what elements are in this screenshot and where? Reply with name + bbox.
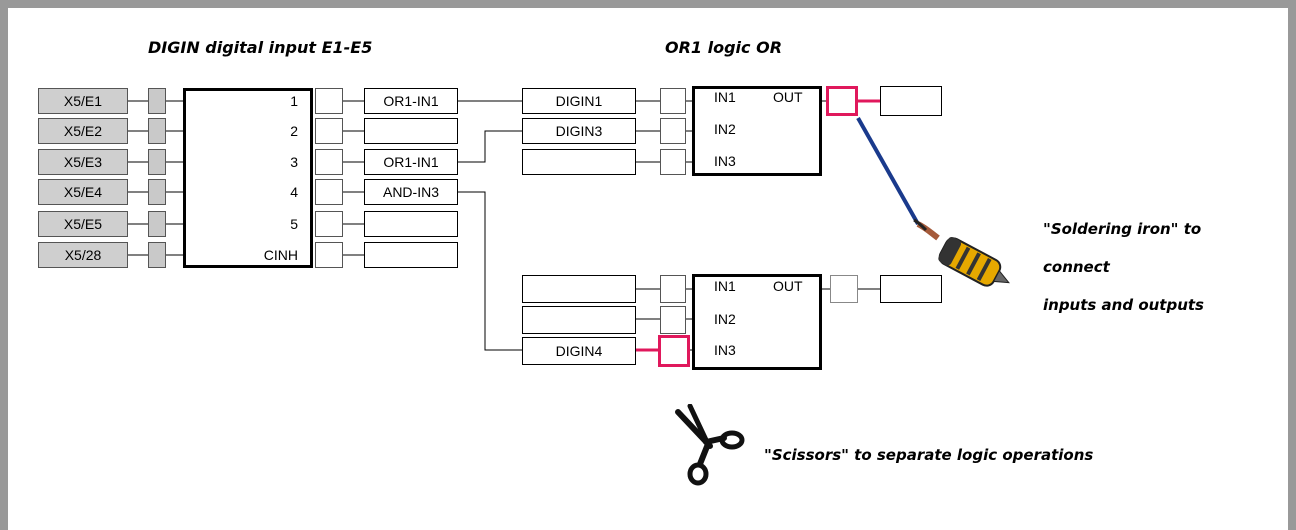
output-connector[interactable] <box>315 118 343 144</box>
output-connector[interactable] <box>315 211 343 237</box>
soldering-note-line-3: inputs and outputs <box>1043 296 1204 314</box>
digin-target-field[interactable]: OR1-IN1 <box>364 88 458 114</box>
soldering-note-line-1: "Soldering iron" to <box>1043 220 1202 238</box>
terminal-x5-e3: X5/E3 <box>38 149 128 175</box>
digin-target-field[interactable] <box>364 211 458 237</box>
terminal-x5-e4: X5/E4 <box>38 179 128 205</box>
output-connector[interactable] <box>315 179 343 205</box>
input-connector[interactable] <box>148 118 166 144</box>
lower-source-field[interactable]: DIGIN4 <box>522 337 636 365</box>
scissors-note: "Scissors" to separate logic operations <box>764 446 1094 464</box>
input-connector[interactable] <box>148 179 166 205</box>
lower-pin-in1: IN1 <box>714 278 736 294</box>
digin-output-label: 5 <box>290 216 298 232</box>
output-connector[interactable] <box>315 242 343 268</box>
lower-input-connector[interactable] <box>660 275 686 303</box>
lower-input-connector[interactable] <box>660 306 686 334</box>
digin-target-field[interactable] <box>364 118 458 144</box>
or1-source-field[interactable] <box>522 149 636 175</box>
or1-input-connector[interactable] <box>660 88 686 114</box>
terminal-x5-e1: X5/E1 <box>38 88 128 114</box>
lower-source-field[interactable] <box>522 275 636 303</box>
or1-output-connector-highlighted[interactable] <box>826 86 858 116</box>
or1-pin-out: OUT <box>773 89 803 105</box>
output-connector[interactable] <box>315 149 343 175</box>
digin-target-field[interactable]: AND-IN3 <box>364 179 458 205</box>
input-connector[interactable] <box>148 211 166 237</box>
digin-output-label: 2 <box>290 123 298 139</box>
input-connector[interactable] <box>148 149 166 175</box>
soldering-iron-icon[interactable] <box>908 218 1032 300</box>
lower-output-target-field[interactable] <box>880 275 942 303</box>
digin-output-label: 1 <box>290 93 298 109</box>
digin-target-field[interactable]: OR1-IN1 <box>364 149 458 175</box>
terminal-x5-e2: X5/E2 <box>38 118 128 144</box>
digin-output-label: 3 <box>290 154 298 170</box>
or1-pin-in3: IN3 <box>714 153 736 169</box>
or1-block <box>692 86 822 176</box>
or1-input-connector[interactable] <box>660 149 686 175</box>
output-connector[interactable] <box>315 88 343 114</box>
or1-pin-in2: IN2 <box>714 121 736 137</box>
lower-pin-out: OUT <box>773 278 803 294</box>
or1-block-title: OR1 logic OR <box>665 38 783 57</box>
lower-pin-in2: IN2 <box>714 311 736 327</box>
digin-output-label: CINH <box>263 247 298 263</box>
or1-source-field[interactable]: DIGIN1 <box>522 88 636 114</box>
lower-pin-in3: IN3 <box>714 342 736 358</box>
digin-output-label: 4 <box>290 184 298 200</box>
input-connector[interactable] <box>148 242 166 268</box>
terminal-x5-28: X5/28 <box>38 242 128 268</box>
soldering-note-line-2: connect <box>1043 258 1110 276</box>
or1-input-connector[interactable] <box>660 118 686 144</box>
lower-output-connector[interactable] <box>830 275 858 303</box>
or1-output-target-field[interactable] <box>880 86 942 116</box>
scissors-icon[interactable] <box>670 404 746 486</box>
terminal-x5-e5: X5/E5 <box>38 211 128 237</box>
lower-input-connector-highlighted[interactable] <box>658 335 690 367</box>
lower-source-field[interactable] <box>522 306 636 334</box>
digin-target-field[interactable] <box>364 242 458 268</box>
or1-pin-in1: IN1 <box>714 89 736 105</box>
digin-block-title: DIGIN digital input E1-E5 <box>148 38 373 57</box>
lower-logic-block <box>692 274 822 370</box>
input-connector[interactable] <box>148 88 166 114</box>
digin-block <box>183 88 313 268</box>
or1-source-field[interactable]: DIGIN3 <box>522 118 636 144</box>
